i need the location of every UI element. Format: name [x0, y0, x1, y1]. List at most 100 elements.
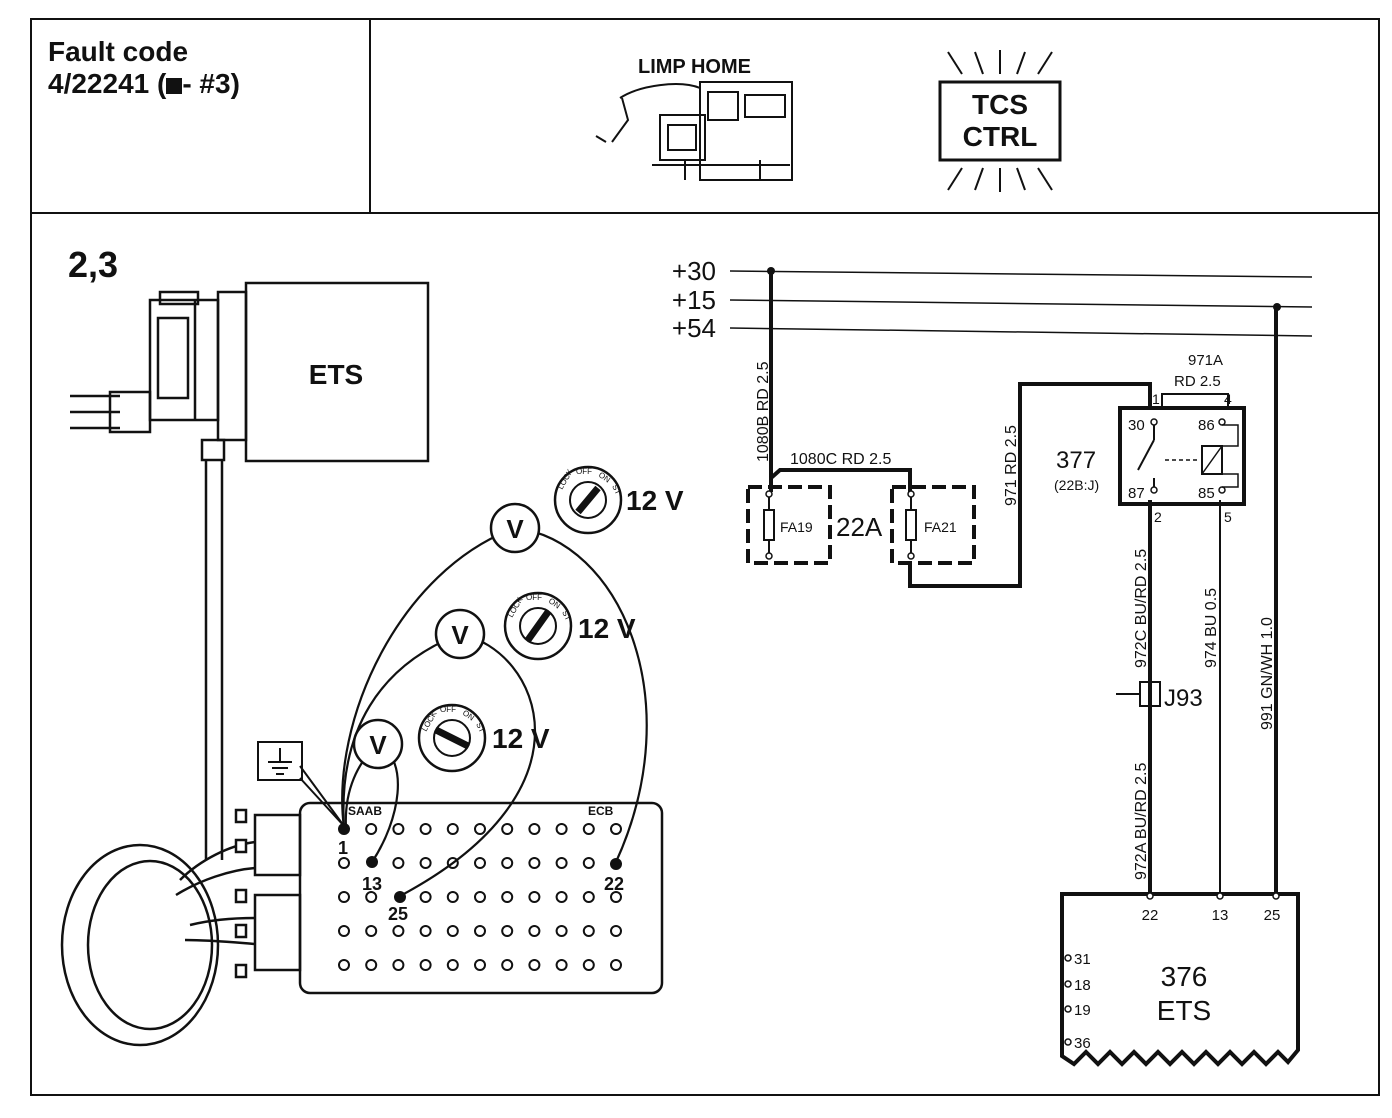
- ecu-pin-31: 31: [1074, 951, 1091, 968]
- ground-icon: [257, 741, 345, 827]
- fuse-fa19-label: FA19: [780, 519, 813, 535]
- pin-label-1: 1: [338, 838, 348, 858]
- rail-15-label: +15: [672, 285, 716, 315]
- relay-term-5: 5: [1224, 509, 1232, 525]
- fuse-box-label: 22A: [836, 512, 883, 542]
- breakout-pin-hole: [610, 925, 622, 937]
- breakout-pin-hole: [474, 823, 486, 835]
- adapter-connectors: [234, 808, 302, 979]
- breakout-pin-hole: [582, 925, 595, 937]
- breakout-pin-hole: [392, 823, 405, 835]
- rail-54-label: +54: [672, 313, 716, 343]
- breakout-test-points: [338, 823, 622, 903]
- relay-term-2: 2: [1154, 509, 1162, 525]
- ign1-st: ST: [610, 483, 623, 496]
- wire-971-label: 971 RD 2.5: [1003, 425, 1020, 506]
- breakout-pin-hole: [446, 891, 459, 903]
- adapter-cable: [60, 840, 256, 1047]
- breakout-pin-hole: [474, 925, 486, 937]
- tcs-label: TCS: [972, 89, 1028, 120]
- wire-1080b-label: 1080B RD 2.5: [755, 361, 772, 462]
- breakout-pin-hole: [528, 823, 541, 835]
- breakout-pin-hole: [610, 891, 622, 903]
- rail-30-label: +30: [672, 256, 716, 286]
- breakout-pin-hole: [419, 925, 432, 937]
- breakout-brand-right: ECB: [588, 804, 614, 818]
- limp-home-label: LIMP HOME: [638, 56, 751, 78]
- breakout-pin-hole: [555, 823, 568, 835]
- light-wires: [1161, 393, 1229, 896]
- voltmeter-2-icon: [434, 608, 486, 660]
- breakout-pin-hole: [419, 823, 432, 835]
- wire-971a-label: 971A: [1188, 352, 1223, 369]
- breakout-pin-grid: [338, 823, 622, 971]
- breakout-pin-hole: [338, 959, 350, 971]
- breakout-pin-hole: [555, 925, 568, 937]
- ecu-pin-36: 36: [1074, 1035, 1091, 1052]
- breakout-pin-hole: [392, 959, 405, 971]
- breakout-brand-left: SAAB: [348, 804, 382, 818]
- wire-991-label: 991 GN/WH 1.0: [1259, 617, 1276, 730]
- fuse-fa21-label: FA21: [924, 519, 957, 535]
- voltmeter-2: V: [434, 608, 486, 660]
- ignition-switch-1: LOCK OFF ON ST: [553, 465, 623, 535]
- breakout-pin-hole: [610, 823, 622, 835]
- ign1-off: OFF: [576, 467, 592, 476]
- voltmeter-3-reading: 12 V: [492, 723, 550, 754]
- wire-1080c-label: 1080C RD 2.5: [790, 451, 891, 468]
- breakout-pin-hole: [474, 959, 486, 971]
- pin-label-13: 13: [362, 874, 382, 894]
- ecu-pin-13: 13: [1212, 907, 1229, 924]
- section-number: 2,3: [68, 244, 119, 285]
- voltmeter-1-reading: 12 V: [626, 485, 684, 516]
- breakout-pin-hole: [610, 959, 622, 971]
- pin-label-25: 25: [388, 904, 408, 924]
- ecu-pin-19: 19: [1074, 1002, 1091, 1019]
- breakout-pin-hole: [501, 925, 514, 937]
- breakout-pin-hole: [419, 857, 432, 869]
- breakout-pin-hole: [446, 925, 459, 937]
- wire-974-label: 974 BU 0.5: [1203, 588, 1220, 668]
- breakout-pin-hole: [365, 959, 378, 971]
- breakout-pin-hole: [365, 823, 378, 835]
- ecu-name-label: ETS: [1157, 995, 1211, 1026]
- relay-id-label: 377: [1056, 447, 1096, 474]
- breakout-pin-hole: [474, 857, 486, 869]
- breakout-pin-hole: [555, 857, 568, 869]
- voltmeter-2-reading: 12 V: [578, 613, 636, 644]
- relay-pin-87: 87: [1128, 485, 1145, 502]
- voltmeter-leads: [341, 526, 648, 897]
- breakout-pin-hole: [419, 891, 432, 903]
- throttle-body-icon: [595, 81, 793, 181]
- breakout-pin-hole: [392, 857, 405, 869]
- diagram-frame: [30, 18, 1380, 1096]
- fault-code-value: 4/22241 (: [48, 68, 167, 99]
- breakout-pin-hole: [501, 959, 514, 971]
- ecu-pin-25: 25: [1264, 907, 1281, 924]
- relay-term-1: 1: [1152, 391, 1160, 407]
- ctrl-label: CTRL: [963, 121, 1038, 152]
- voltmeter-1: V: [489, 502, 541, 554]
- ign3-off: OFF: [440, 705, 456, 714]
- breakout-pin-hole: [392, 925, 405, 937]
- relay-location-label: (22B:J): [1054, 477, 1099, 493]
- junction-j93-label: J93: [1164, 685, 1203, 712]
- breakout-pin-hole: [501, 823, 514, 835]
- relay-pin-30: 30: [1128, 417, 1145, 434]
- breakout-pin-hole: [582, 823, 595, 835]
- breakout-pin-hole: [474, 891, 486, 903]
- relay-pin-85: 85: [1198, 485, 1215, 502]
- voltmeter-3-icon: [352, 718, 404, 770]
- wire-971a-spec-label: RD 2.5: [1174, 373, 1221, 390]
- breakout-pin-hole: [582, 891, 595, 903]
- breakout-pin-hole: [501, 857, 514, 869]
- breakout-pin-hole: [338, 925, 350, 937]
- fault-code-label: Fault code: [48, 36, 189, 67]
- power-rails: [729, 270, 1313, 337]
- breakout-pin-hole: [446, 823, 459, 835]
- breakout-pin-hole: [338, 891, 350, 903]
- ignition-switch-3: LOCK OFF ON ST: [417, 703, 487, 773]
- voltmeter-3: V: [352, 718, 404, 770]
- pin-label-22: 22: [604, 874, 624, 894]
